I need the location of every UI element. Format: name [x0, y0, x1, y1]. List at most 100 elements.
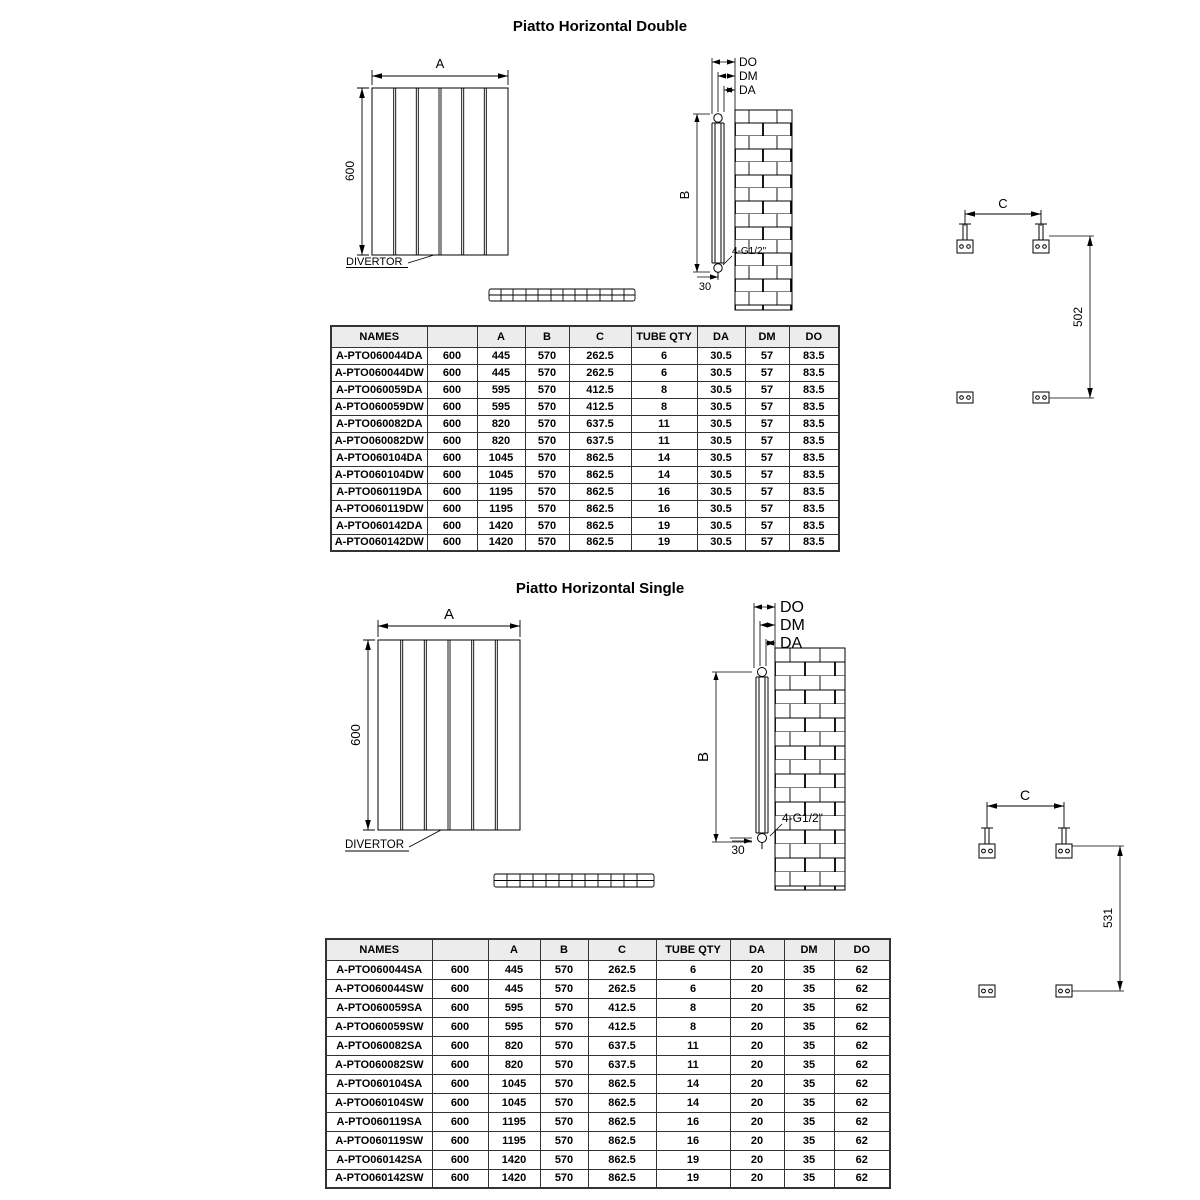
dim-c-label: C	[998, 196, 1007, 211]
column-header: A	[476, 325, 526, 348]
table-cell: 570	[524, 346, 570, 365]
table-cell: 57	[744, 380, 790, 399]
table-cell: 57	[744, 397, 790, 416]
slat-bar	[493, 873, 655, 888]
single-bracket-view: C 531	[978, 788, 1124, 998]
table-cell: A-PTO060044SW	[325, 978, 433, 999]
table-cell: 62	[833, 1073, 891, 1094]
table-cell: 570	[539, 978, 589, 999]
double-side-view: DO DM DA B 4-G1/2" 30	[677, 55, 793, 311]
table-cell: 637.5	[568, 414, 632, 433]
table-cell: 600	[431, 1054, 489, 1075]
table-cell: 570	[539, 959, 589, 980]
table-cell: A-PTO060119DW	[330, 499, 428, 518]
radiator-side-profile	[755, 667, 769, 849]
table-cell: A-PTO060044SA	[325, 959, 433, 980]
table-cell: 20	[729, 1111, 785, 1132]
table-cell: 62	[833, 1149, 891, 1170]
table-cell: 570	[524, 448, 570, 467]
table-cell: 862.5	[587, 1130, 657, 1151]
divertor-leader-line	[346, 254, 435, 268]
table-cell: 35	[783, 1092, 835, 1113]
table-cell: 637.5	[568, 431, 632, 450]
table-cell: A-PTO060142DA	[330, 516, 428, 535]
table-cell: 35	[783, 1149, 835, 1170]
double-bracket-view: C 502	[956, 196, 1094, 404]
table-cell: 570	[539, 997, 589, 1018]
table-cell: 83.5	[788, 346, 840, 365]
table-cell: 862.5	[568, 516, 632, 535]
table-cell: 83.5	[788, 414, 840, 433]
table-cell: 62	[833, 1035, 891, 1056]
bottom-bracket-left	[956, 391, 974, 404]
table-cell: 57	[744, 465, 790, 484]
table-cell: 11	[655, 1054, 731, 1075]
table-cell: 62	[833, 1111, 891, 1132]
table-cell: 35	[783, 1073, 835, 1094]
b-dimension-lines	[712, 671, 752, 843]
table-cell: 30.5	[696, 431, 746, 450]
dim-da-label: DA	[780, 635, 803, 652]
table-cell: 262.5	[568, 363, 632, 382]
table-cell: 83.5	[788, 516, 840, 535]
connection-size-label: 4-G1/2"	[782, 811, 823, 825]
table-cell: 6	[655, 959, 731, 980]
table-cell: 16	[655, 1111, 731, 1132]
table-cell: A-PTO060082DW	[330, 431, 428, 450]
column-header: DO	[833, 938, 891, 961]
table-cell: 862.5	[587, 1168, 657, 1189]
table-cell: 595	[487, 1016, 541, 1037]
table-cell: 30.5	[696, 363, 746, 382]
table-cell: 35	[783, 1054, 835, 1075]
dim-30-label: 30	[731, 843, 745, 857]
table-cell: 570	[524, 516, 570, 535]
table-cell: 1420	[487, 1149, 541, 1170]
table-cell: A-PTO060059SA	[325, 997, 433, 1018]
dim-600-label: 600	[343, 161, 357, 181]
dim-531-label: 531	[1101, 908, 1115, 928]
table-cell: A-PTO060082DA	[330, 414, 428, 433]
table-cell: 570	[539, 1073, 589, 1094]
table-cell: 6	[630, 346, 698, 365]
table-cell: 19	[655, 1168, 731, 1189]
table-cell: 1195	[487, 1111, 541, 1132]
dim-600-label: 600	[348, 724, 363, 746]
table-cell: 11	[630, 431, 698, 450]
table-cell: 16	[630, 499, 698, 518]
table-cell: 595	[476, 397, 526, 416]
table-cell: A-PTO060044DW	[330, 363, 428, 382]
table-cell: 16	[630, 482, 698, 501]
table-cell: 445	[487, 978, 541, 999]
top-bracket-right	[1055, 827, 1073, 859]
height-dimension-lines	[363, 639, 375, 831]
table-cell: 35	[783, 997, 835, 1018]
table-cell: 35	[783, 1111, 835, 1132]
table-cell: 83.5	[788, 397, 840, 416]
table-cell: 57	[744, 499, 790, 518]
column-header: NAMES	[325, 938, 433, 961]
dim-dm-label: DM	[780, 617, 805, 634]
table-cell: 30.5	[696, 499, 746, 518]
table-cell: 30.5	[696, 380, 746, 399]
table-cell: 20	[729, 959, 785, 980]
table-cell: 600	[426, 465, 478, 484]
table-cell: 600	[431, 1016, 489, 1037]
table-cell: 1420	[476, 533, 526, 552]
table-cell: 20	[729, 1092, 785, 1113]
